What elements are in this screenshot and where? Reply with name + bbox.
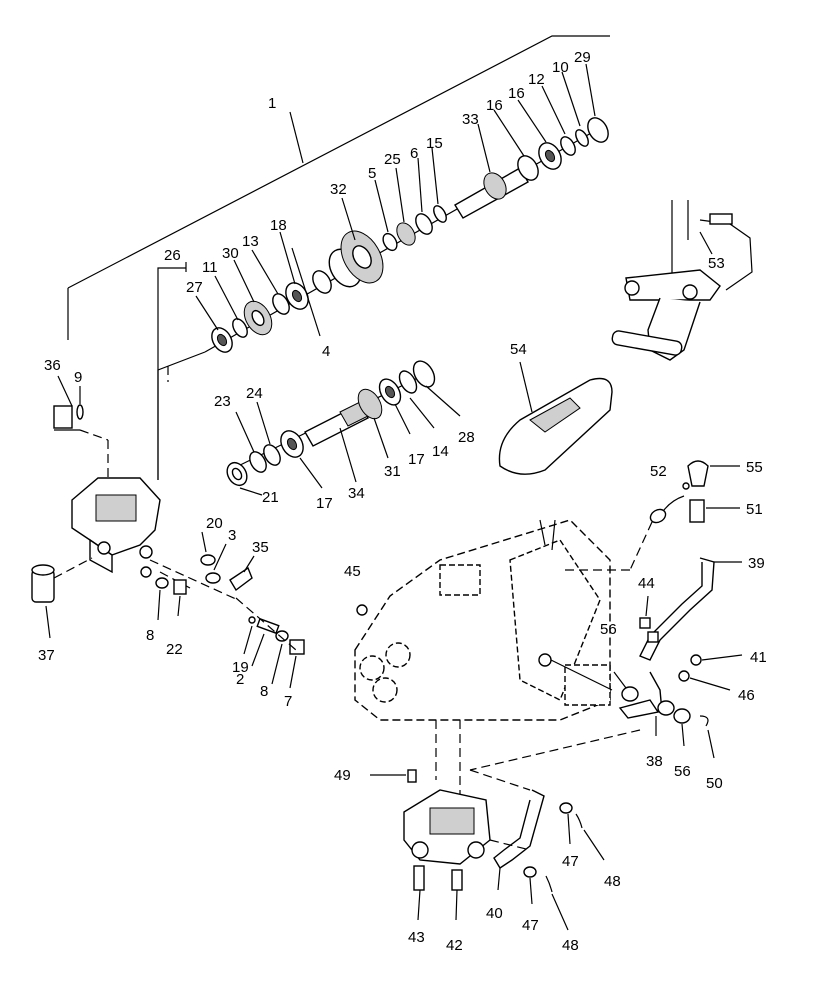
callout-41: 41 (750, 649, 767, 666)
callout-17b: 17 (316, 495, 333, 512)
shift-lever-assembly (469, 460, 743, 791)
callout-44: 44 (638, 575, 655, 592)
callout-8b: 8 (260, 683, 268, 700)
callout-12: 12 (528, 71, 545, 88)
callout-56b: 56 (674, 763, 691, 780)
housing-leaders (45, 375, 297, 689)
callout-16a: 16 (508, 85, 525, 102)
lower-leaders (235, 385, 461, 496)
lower-shaft-assembly (226, 360, 436, 487)
upper-leaders (195, 63, 596, 337)
callout-45: 45 (344, 563, 361, 580)
callout-5: 5 (368, 165, 376, 182)
callout-18: 18 (270, 217, 287, 234)
callout-30: 30 (222, 245, 239, 262)
callout-37: 37 (38, 647, 55, 664)
callout-29: 29 (574, 49, 591, 66)
callout-28: 28 (458, 429, 475, 446)
callout-7: 7 (284, 693, 292, 710)
callout-15: 15 (426, 135, 443, 152)
gear-housing (31, 351, 305, 655)
lower-valve-assembly (370, 720, 605, 931)
callout-55: 55 (746, 459, 763, 476)
callout-47b: 47 (522, 917, 539, 934)
callout-8a: 8 (146, 627, 154, 644)
cover-54 (498, 361, 613, 475)
callout-49: 49 (334, 767, 351, 784)
upper-shaft-assembly (204, 117, 609, 353)
callout-48a: 48 (604, 873, 621, 890)
callout-20: 20 (206, 515, 223, 532)
callout-40: 40 (486, 905, 503, 922)
callout-38: 38 (646, 753, 663, 770)
callout-52: 52 (650, 463, 667, 480)
callout-39: 39 (748, 555, 765, 572)
callout-27: 27 (186, 279, 203, 296)
callout-31: 31 (384, 463, 401, 480)
callout-46: 46 (738, 687, 755, 704)
callout-53: 53 (708, 255, 725, 272)
callout-32: 32 (330, 181, 347, 198)
callout-11: 11 (202, 259, 218, 276)
callout-35: 35 (252, 539, 269, 556)
callout-26: 26 (164, 247, 181, 264)
callout-50: 50 (706, 775, 723, 792)
callout-24: 24 (246, 385, 263, 402)
callout-9: 9 (74, 369, 82, 386)
callout-54: 54 (510, 341, 527, 358)
callout-22: 22 (166, 641, 183, 658)
callout-6: 6 (410, 145, 418, 162)
callout-47a: 47 (562, 853, 579, 870)
callout-43: 43 (408, 929, 425, 946)
callout-48b: 48 (562, 937, 579, 954)
callout-3: 3 (228, 527, 236, 544)
callout-14: 14 (432, 443, 449, 460)
callout-51: 51 (746, 501, 763, 518)
callout-17a: 17 (408, 451, 425, 468)
callout-21: 21 (262, 489, 279, 506)
callout-4: 4 (322, 343, 330, 360)
callout-23: 23 (214, 393, 231, 410)
callout-34: 34 (348, 485, 365, 502)
callout-19: 19 (232, 659, 249, 676)
callout-labels: 1 29 10 12 16 16 33 15 6 25 5 32 18 13 3… (38, 49, 767, 954)
callout-36: 36 (44, 357, 61, 374)
callout-42: 42 (446, 937, 463, 954)
callout-13: 13 (242, 233, 259, 250)
callout-33: 33 (462, 111, 479, 128)
callout-16b: 16 (486, 97, 503, 114)
callout-25: 25 (384, 151, 401, 168)
callout-2: 2 (236, 671, 244, 688)
lever-bracket-53 (611, 200, 753, 361)
callout-56a: 56 (600, 621, 617, 638)
callout-10: 10 (552, 59, 569, 76)
transmission-body (354, 519, 613, 721)
callout-1: 1 (268, 95, 276, 112)
